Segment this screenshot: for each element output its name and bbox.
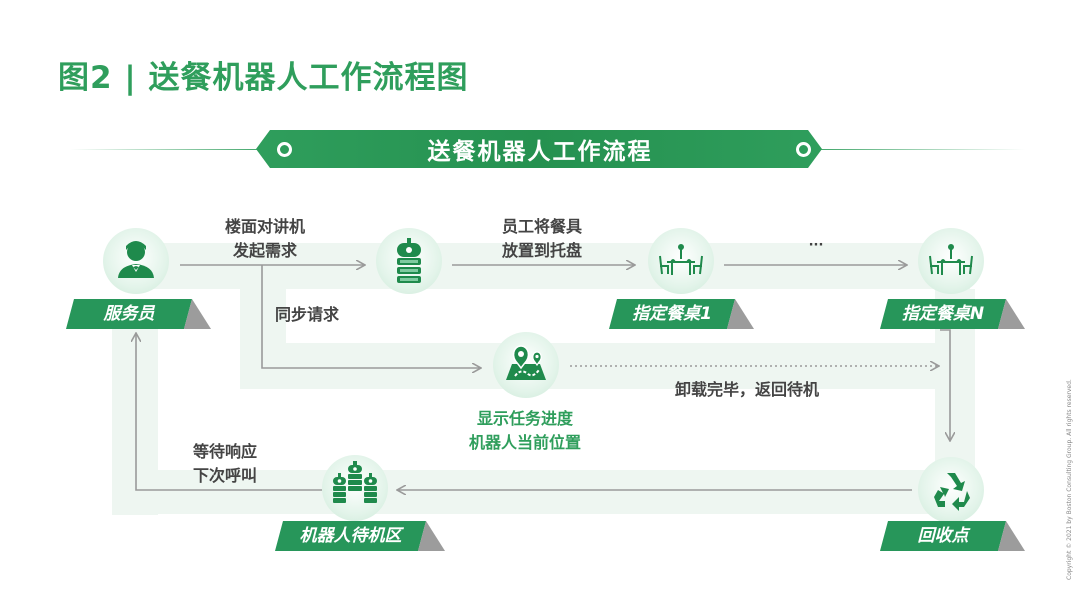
text-progress-line1: 显示任务进度 — [476, 409, 573, 428]
robot-icon — [397, 238, 421, 283]
robot-node — [376, 228, 442, 294]
text-intercom-line2: 发起需求 — [232, 241, 297, 260]
arrow-standby-to-waiter — [136, 334, 322, 491]
page-title: 图2 | 送餐机器人工作流程图 — [58, 60, 469, 96]
text-wait: 等待响应 下次呼叫 — [175, 440, 275, 488]
arrow-tableN-to-recycle — [940, 329, 950, 440]
label-waiter: 服务员 — [66, 299, 211, 329]
label-table1-text: 指定餐桌1 — [632, 304, 712, 324]
text-wait-line1: 等待响应 — [192, 442, 257, 461]
standby-node — [322, 455, 388, 521]
banner-right-ring — [796, 142, 811, 157]
text-unload: 卸载完毕，返回待机 — [674, 380, 819, 399]
map-icon — [506, 345, 546, 380]
label-waiter-text: 服务员 — [103, 304, 155, 324]
banner-shape — [256, 130, 822, 168]
robot-group-icon — [333, 461, 377, 503]
flow-band-bottom — [112, 470, 972, 514]
text-wait-line2: 下次呼叫 — [192, 466, 257, 485]
label-tableN: 指定餐桌N — [880, 299, 1025, 329]
text-ellipsis: ··· — [808, 238, 824, 253]
text-staff-line1: 员工将餐具 — [501, 217, 582, 236]
waiter-icon — [118, 241, 154, 278]
flow-band-top — [150, 243, 970, 289]
text-intercom-line1: 楼面对讲机 — [224, 217, 305, 236]
label-recycle: 回收点 — [880, 521, 1025, 551]
tableN-node — [918, 228, 984, 294]
text-staff-line2: 放置到托盘 — [501, 241, 582, 260]
map-node — [493, 332, 559, 398]
table1-node — [648, 228, 714, 294]
copyright: Copyright © 2021 by Boston Consulting Gr… — [1066, 340, 1074, 580]
text-staff: 员工将餐具 放置到托盘 — [477, 215, 607, 263]
text-sync: 同步请求 — [274, 305, 339, 324]
copyright-text: Copyright © 2021 by Boston Consulting Gr… — [1066, 379, 1073, 580]
recycle-node — [918, 457, 984, 523]
label-standby-text: 机器人待机区 — [299, 526, 402, 546]
label-standby: 机器人待机区 — [275, 521, 445, 551]
recycle-icon — [934, 473, 970, 511]
dining-table-icon — [929, 244, 973, 275]
text-progress: 显示任务进度 机器人当前位置 — [440, 407, 610, 455]
banner-title: 送餐机器人工作流程 — [427, 139, 653, 165]
label-recycle-text: 回收点 — [917, 526, 969, 546]
text-intercom: 楼面对讲机 发起需求 — [200, 215, 330, 263]
arrow-sync-to-map — [261, 265, 480, 368]
label-tableN-text: 指定餐桌N — [901, 304, 985, 324]
text-progress-line2: 机器人当前位置 — [468, 433, 581, 452]
banner-left-ring — [277, 142, 292, 157]
waiter-node — [103, 228, 169, 294]
label-table1: 指定餐桌1 — [609, 299, 754, 329]
flow-band-sync — [240, 289, 286, 349]
banner-line-right — [800, 149, 1025, 150]
banner-line-left — [70, 149, 280, 150]
dining-table-icon — [659, 244, 703, 275]
